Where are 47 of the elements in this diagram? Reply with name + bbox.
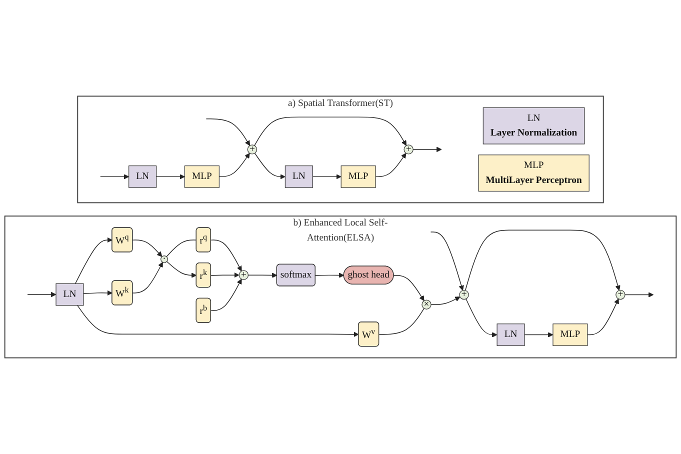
node-box: MLP MultiLayer Perceptron bbox=[478, 154, 590, 192]
node-circle: + bbox=[459, 290, 469, 300]
connector bbox=[166, 240, 197, 258]
arrow bbox=[254, 152, 286, 180]
node-box: MLP bbox=[184, 166, 220, 188]
arrow bbox=[466, 298, 498, 338]
arrow bbox=[156, 174, 185, 180]
node-box: MLP bbox=[552, 324, 588, 346]
arrow bbox=[315, 272, 344, 278]
arrow bbox=[524, 332, 554, 338]
node-circle: + bbox=[616, 290, 626, 300]
arrow bbox=[210, 272, 240, 278]
arrow bbox=[166, 261, 197, 278]
node-circle: + bbox=[247, 144, 258, 154]
arrow bbox=[100, 174, 130, 180]
connector bbox=[378, 308, 424, 335]
node-circle: + bbox=[238, 270, 249, 280]
arrow bbox=[624, 292, 654, 298]
node-circle: × bbox=[422, 300, 432, 310]
arrow bbox=[430, 232, 464, 291]
node-box: LN bbox=[284, 166, 313, 188]
arrow bbox=[248, 272, 278, 278]
arrow bbox=[393, 274, 424, 301]
arrow bbox=[587, 298, 619, 336]
arrow bbox=[254, 116, 407, 146]
arrow bbox=[312, 174, 342, 180]
arrow bbox=[464, 230, 620, 291]
arrow bbox=[132, 262, 163, 294]
arrow bbox=[132, 240, 162, 257]
node-box: LN bbox=[496, 324, 525, 346]
arrow bbox=[77, 305, 359, 338]
node-box: LN Layer Normalization bbox=[482, 107, 585, 144]
arrow bbox=[210, 278, 242, 312]
arrow bbox=[210, 240, 242, 272]
arrow bbox=[27, 292, 56, 298]
arrow bbox=[83, 290, 112, 296]
node-box: LN bbox=[128, 166, 157, 188]
arrow bbox=[412, 146, 442, 152]
node-box: LN bbox=[56, 283, 84, 306]
arrow bbox=[375, 152, 406, 178]
arrow bbox=[206, 118, 250, 146]
arrow bbox=[218, 152, 250, 178]
arrow bbox=[430, 296, 460, 305]
node-circle: · bbox=[160, 255, 168, 263]
node-box: MLP bbox=[340, 166, 376, 188]
arrow bbox=[74, 237, 112, 284]
node-circle: + bbox=[404, 144, 414, 154]
